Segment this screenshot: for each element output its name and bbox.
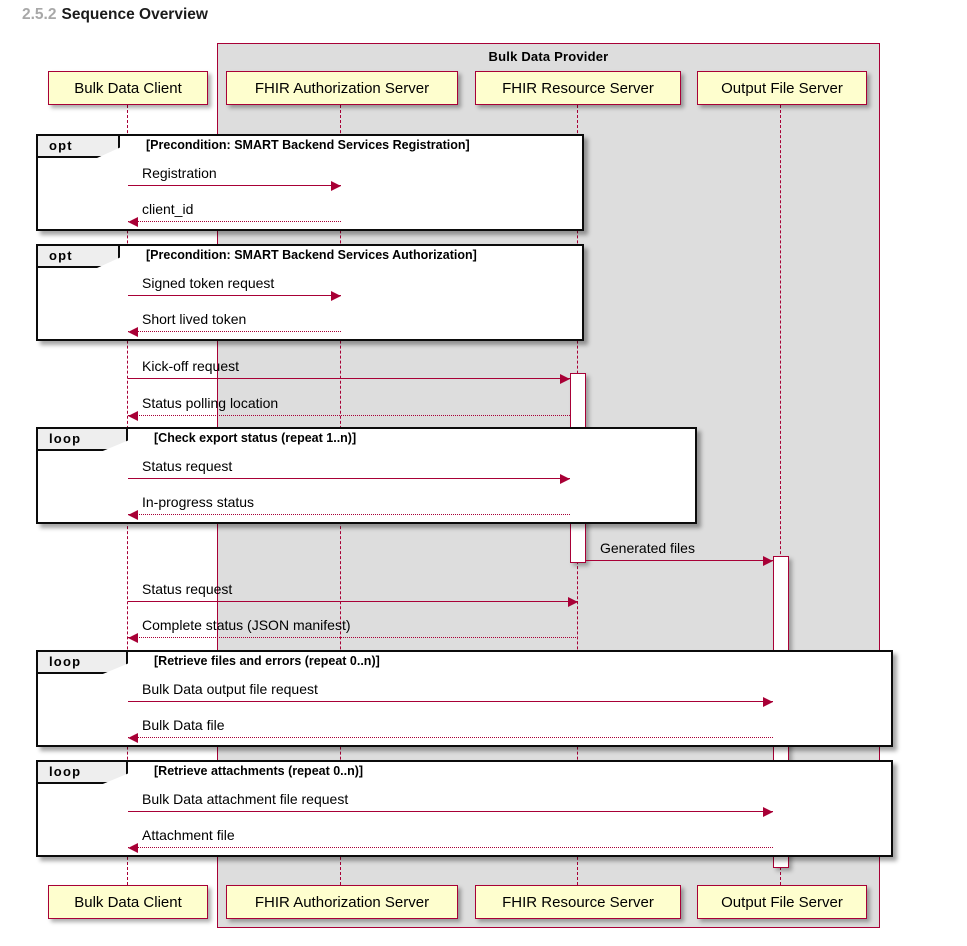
message-label-1: client_id	[142, 201, 194, 217]
participant-label: FHIR Authorization Server	[254, 893, 430, 911]
fragment-loop-3: loop [Retrieve files and errors (repeat 0…	[36, 650, 893, 747]
fragment-guard-condition: [Retrieve files and errors (repeat 0..n)…	[154, 654, 380, 668]
fragment-operator-label: loop	[38, 429, 128, 451]
message-arrowhead-10	[128, 632, 138, 643]
participant-resource-bottom[interactable]: FHIR Resource Server	[475, 885, 681, 919]
message-label-14: Attachment file	[142, 827, 235, 843]
message-arrowhead-6	[560, 473, 570, 484]
message-arrowhead-12	[128, 732, 138, 743]
fragment-operator-label: opt	[38, 246, 120, 268]
message-line-8	[586, 560, 773, 561]
message-arrowhead-14	[128, 842, 138, 853]
message-label-8: Generated files	[600, 540, 695, 556]
fragment-operator-text: loop	[49, 653, 82, 669]
participant-label: Bulk Data Client	[74, 79, 182, 97]
message-arrowhead-13	[763, 806, 773, 817]
message-label-5: Status polling location	[142, 395, 279, 411]
message-arrowhead-11	[763, 696, 773, 707]
participant-client-bottom[interactable]: Bulk Data Client	[48, 885, 208, 919]
section-title: Sequence Overview	[61, 6, 208, 23]
lifeline-files	[780, 105, 781, 885]
message-label-11: Bulk Data output file request	[142, 681, 318, 697]
fragment-operator-text: loop	[49, 430, 82, 446]
message-arrowhead-1	[128, 216, 138, 227]
message-line-12	[128, 737, 773, 738]
group-title: Bulk Data Provider	[488, 49, 609, 64]
message-arrowhead-9	[568, 596, 578, 607]
message-line-6	[128, 478, 570, 479]
message-line-2	[128, 295, 341, 296]
participant-label: FHIR Resource Server	[502, 79, 654, 97]
participant-resource-top[interactable]: FHIR Resource Server	[475, 71, 681, 105]
message-label-13: Bulk Data attachment file request	[142, 791, 349, 807]
message-label-4: Kick-off request	[142, 358, 240, 374]
fragment-guard-condition: [Precondition: SMART Backend Services Re…	[146, 138, 470, 152]
message-line-7	[128, 514, 570, 515]
fragment-guard-condition: [Retrieve attachments (repeat 0..n)]	[154, 764, 364, 778]
section-number: 2.5.2	[22, 6, 57, 23]
fragment-loop-4: loop [Retrieve attachments (repeat 0..n)]	[36, 760, 893, 857]
fragment-operator-text: opt	[49, 137, 73, 153]
participant-label: Bulk Data Client	[74, 893, 182, 911]
fragment-guard-condition: [Check export status (repeat 1..n)]	[154, 431, 357, 445]
fragment-operator-label: loop	[38, 652, 128, 674]
message-label-10: Complete status (JSON manifest)	[142, 617, 351, 633]
fragment-operator-label: loop	[38, 762, 128, 784]
message-line-4	[128, 378, 570, 379]
message-line-0	[128, 185, 341, 186]
message-label-2: Signed token request	[142, 275, 275, 291]
message-line-13	[128, 811, 773, 812]
fragment-operator-text: opt	[49, 247, 73, 263]
fragment-opt-0: opt [Precondition: SMART Backend Services…	[36, 134, 584, 231]
message-arrowhead-8	[763, 555, 773, 566]
message-arrowhead-5	[128, 410, 138, 421]
message-arrowhead-3	[128, 326, 138, 337]
participant-auth-bottom[interactable]: FHIR Authorization Server	[226, 885, 458, 919]
message-label-12: Bulk Data file	[142, 717, 225, 733]
message-line-9	[128, 601, 578, 602]
message-label-3: Short lived token	[142, 311, 247, 327]
message-arrowhead-0	[331, 180, 341, 191]
participant-label: Output File Server	[721, 79, 843, 97]
message-label-7: In-progress status	[142, 494, 255, 510]
participant-label: FHIR Resource Server	[502, 893, 654, 911]
sequence-diagram: Bulk Data Provider opt [Precondition: SMA…	[0, 30, 967, 946]
message-label-6: Status request	[142, 458, 233, 474]
fragment-guard-condition: [Precondition: SMART Backend Services Au…	[146, 248, 477, 262]
participant-label: FHIR Authorization Server	[254, 79, 430, 97]
fragment-opt-1: opt [Precondition: SMART Backend Services…	[36, 244, 584, 341]
participant-auth-top[interactable]: FHIR Authorization Server	[226, 71, 458, 105]
message-label-9: Status request	[142, 581, 233, 597]
participant-files-bottom[interactable]: Output File Server	[697, 885, 867, 919]
message-line-1	[128, 221, 341, 222]
message-line-3	[128, 331, 341, 332]
participant-client-top[interactable]: Bulk Data Client	[48, 71, 208, 105]
participant-files-top[interactable]: Output File Server	[697, 71, 867, 105]
message-arrowhead-7	[128, 509, 138, 520]
message-arrowhead-2	[331, 290, 341, 301]
fragment-loop-2: loop [Check export status (repeat 1..n)]	[36, 427, 697, 524]
participant-label: Output File Server	[721, 893, 843, 911]
message-label-0: Registration	[142, 165, 217, 181]
message-line-11	[128, 701, 773, 702]
message-arrowhead-4	[560, 373, 570, 384]
fragment-operator-text: loop	[49, 763, 82, 779]
message-line-10	[128, 637, 578, 638]
message-line-5	[128, 415, 570, 416]
fragment-operator-label: opt	[38, 136, 120, 158]
message-line-14	[128, 847, 773, 848]
